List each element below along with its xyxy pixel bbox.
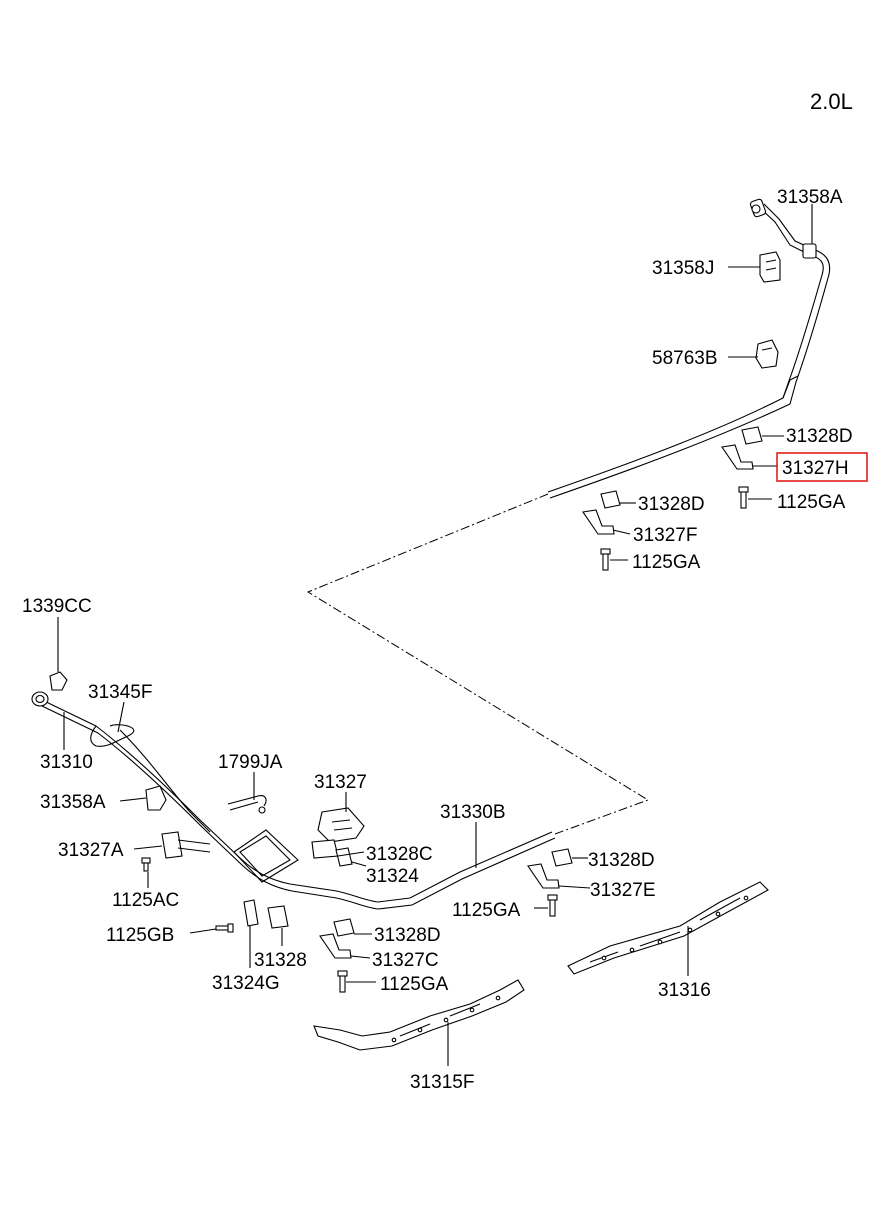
clamp-31328C	[311, 839, 339, 859]
label-1125GA-2[interactable]: 1125GA	[632, 552, 701, 573]
clip-31358A	[145, 785, 167, 811]
label-1125GA-3[interactable]: 1125GA	[452, 900, 521, 921]
clip-31327A	[161, 831, 211, 859]
clamp-31328D-2	[600, 490, 621, 509]
screw-1125GB	[215, 923, 234, 933]
label-31327H[interactable]: 31327H	[782, 458, 849, 479]
label-31328D-1[interactable]: 31328D	[786, 426, 853, 447]
hose-1799JA	[227, 795, 267, 814]
protector-31316	[567, 881, 769, 975]
fuel-line-rear	[547, 203, 831, 499]
connector-31324	[335, 847, 353, 867]
engine-variant-label: 2.0L	[810, 89, 853, 114]
fuel-line-front	[39, 698, 556, 910]
bracket-31327H	[721, 444, 754, 470]
clip-31358A-top	[802, 243, 817, 259]
filler-neck-31310	[31, 691, 49, 707]
clamp-31328D-4	[333, 918, 355, 937]
label-31328[interactable]: 31328	[254, 950, 307, 971]
bolt-1125GA-1	[738, 486, 749, 509]
clamp-31328D-3	[551, 848, 573, 867]
label-1339CC[interactable]: 1339CC	[22, 596, 92, 617]
label-31358A[interactable]: 31358A	[40, 792, 106, 813]
part-labels: 31358A 31358J 58763B 31328D 31327H 1125G…	[22, 187, 853, 1093]
bracket-31324G	[243, 899, 259, 927]
highlight-box	[776, 452, 868, 482]
label-31328D-4[interactable]: 31328D	[374, 925, 441, 946]
label-1799JA[interactable]: 1799JA	[218, 752, 283, 773]
label-1125GB[interactable]: 1125GB	[106, 925, 174, 946]
bolt-1125GA-4	[337, 970, 348, 993]
bracket-31327C	[319, 933, 352, 959]
clip-31358J	[759, 251, 781, 283]
clamp-31328	[267, 905, 289, 929]
label-31315F[interactable]: 31315F	[410, 1072, 474, 1093]
bolt-1125GA-3	[547, 894, 558, 917]
label-1125GA-4[interactable]: 1125GA	[380, 974, 449, 995]
screw-1125AC	[141, 857, 151, 872]
label-58763B[interactable]: 58763B	[652, 348, 718, 369]
label-31327[interactable]: 31327	[314, 772, 367, 793]
clip-58763B	[755, 339, 779, 369]
label-31330B[interactable]: 31330B	[440, 802, 506, 823]
label-31328C[interactable]: 31328C	[366, 844, 433, 865]
label-31324G[interactable]: 31324G	[212, 973, 280, 994]
label-31345F[interactable]: 31345F	[88, 682, 152, 703]
label-31328D-3[interactable]: 31328D	[588, 850, 655, 871]
label-31327A[interactable]: 31327A	[58, 840, 124, 861]
cap-1339CC	[49, 671, 68, 691]
protector-31315F	[313, 979, 525, 1051]
label-31328D-2[interactable]: 31328D	[638, 494, 705, 515]
label-1125GA-1[interactable]: 1125GA	[777, 492, 846, 513]
label-1125AC[interactable]: 1125AC	[112, 890, 179, 911]
label-31324[interactable]: 31324	[366, 866, 419, 887]
leader-lines	[57, 204, 813, 1066]
label-31327E[interactable]: 31327E	[590, 880, 656, 901]
label-31327F[interactable]: 31327F	[633, 525, 697, 546]
clamp-31328D-1	[741, 426, 763, 445]
label-31310[interactable]: 31310	[40, 752, 93, 773]
bracket-31327E	[527, 863, 560, 889]
label-31316[interactable]: 31316	[658, 980, 711, 1001]
fuel-line-connector	[749, 198, 767, 218]
label-31327C[interactable]: 31327C	[372, 950, 439, 971]
bracket-31327	[317, 807, 365, 843]
label-31358J[interactable]: 31358J	[652, 258, 714, 279]
label-31358A-top[interactable]: 31358A	[777, 187, 843, 208]
bracket-31327F	[582, 509, 615, 535]
bolt-1125GA-2	[600, 548, 611, 571]
